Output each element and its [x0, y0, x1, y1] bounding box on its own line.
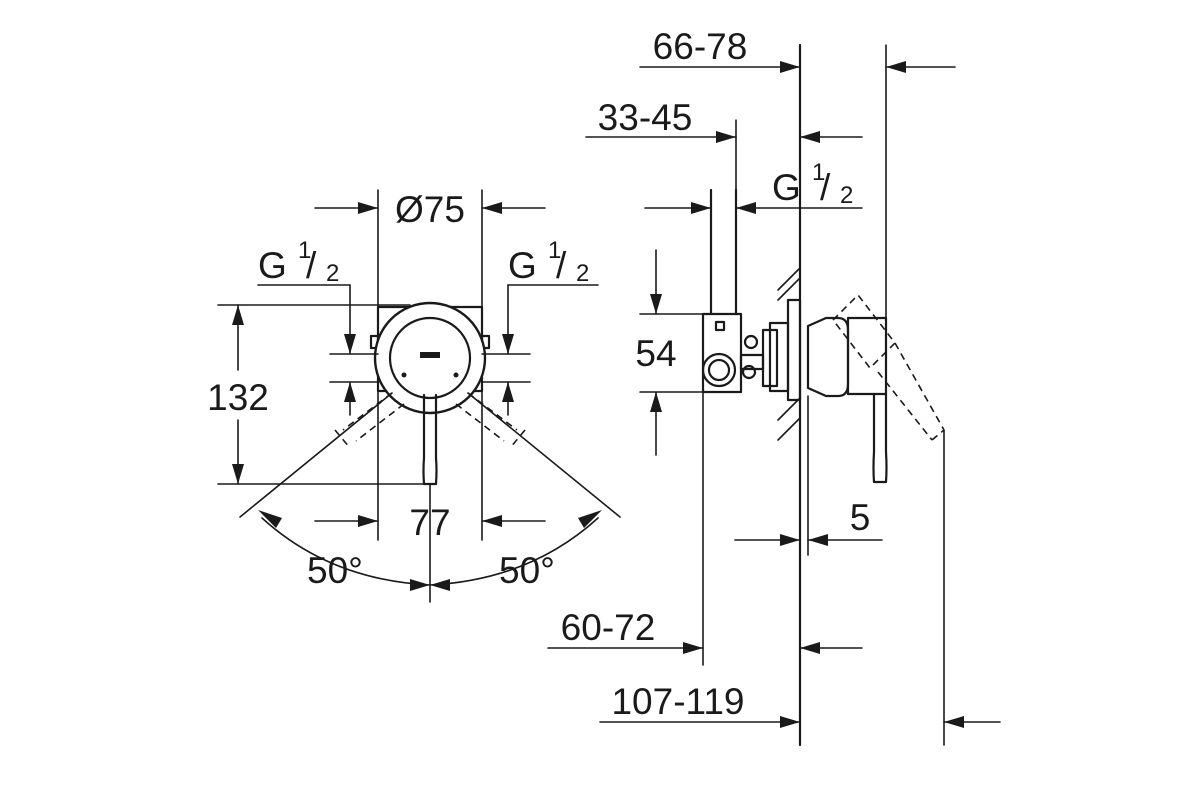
svg-text:/: / — [556, 245, 567, 286]
dim-5: 5 — [850, 497, 871, 538]
side-lever-hub — [846, 316, 888, 396]
svg-text:2: 2 — [576, 260, 589, 287]
svg-text:G: G — [772, 167, 801, 208]
svg-text:1: 1 — [298, 237, 311, 264]
thread-label-right: G 1 / 2 — [508, 237, 589, 287]
front-view: Ø75 G 1 / 2 G 1 / 2 — [207, 189, 621, 603]
dim-60-72: 60-72 — [561, 607, 656, 648]
logo-mark — [420, 352, 440, 358]
wall-plate — [786, 298, 802, 402]
dim-33-45: 33-45 — [598, 97, 693, 138]
svg-text:/: / — [306, 245, 317, 286]
handle-rotated-right — [455, 392, 526, 449]
svg-text:2: 2 — [326, 260, 339, 287]
side-lever — [872, 392, 888, 484]
dim-54: 54 — [635, 333, 676, 374]
svg-text:G: G — [508, 245, 537, 286]
rosette-inner — [388, 316, 472, 400]
side-view: 66-78 33-45 G 1 / 2 54 5 — [547, 26, 1001, 747]
rosette-dot-left — [401, 372, 407, 378]
side-body — [701, 312, 743, 394]
dim-66-78: 66-78 — [653, 26, 748, 67]
angle-right-label: 50° — [499, 550, 555, 591]
diameter-label: Ø75 — [395, 189, 465, 230]
svg-text:/: / — [820, 167, 831, 208]
side-port — [701, 352, 737, 388]
dim-107-119: 107-119 — [611, 681, 744, 722]
thread-label-left: G 1 / 2 — [258, 237, 339, 287]
height-label: 132 — [207, 377, 269, 418]
svg-text:2: 2 — [840, 182, 853, 209]
svg-text:G: G — [258, 245, 287, 286]
svg-text:1: 1 — [812, 159, 825, 186]
handle-rotated-left — [334, 392, 405, 449]
thread-label-side: G 1 / 2 — [772, 159, 853, 209]
angle-left-label: 50° — [307, 550, 363, 591]
side-rosette — [806, 316, 850, 398]
rosette-dot-right — [453, 372, 459, 378]
svg-text:1: 1 — [548, 237, 561, 264]
